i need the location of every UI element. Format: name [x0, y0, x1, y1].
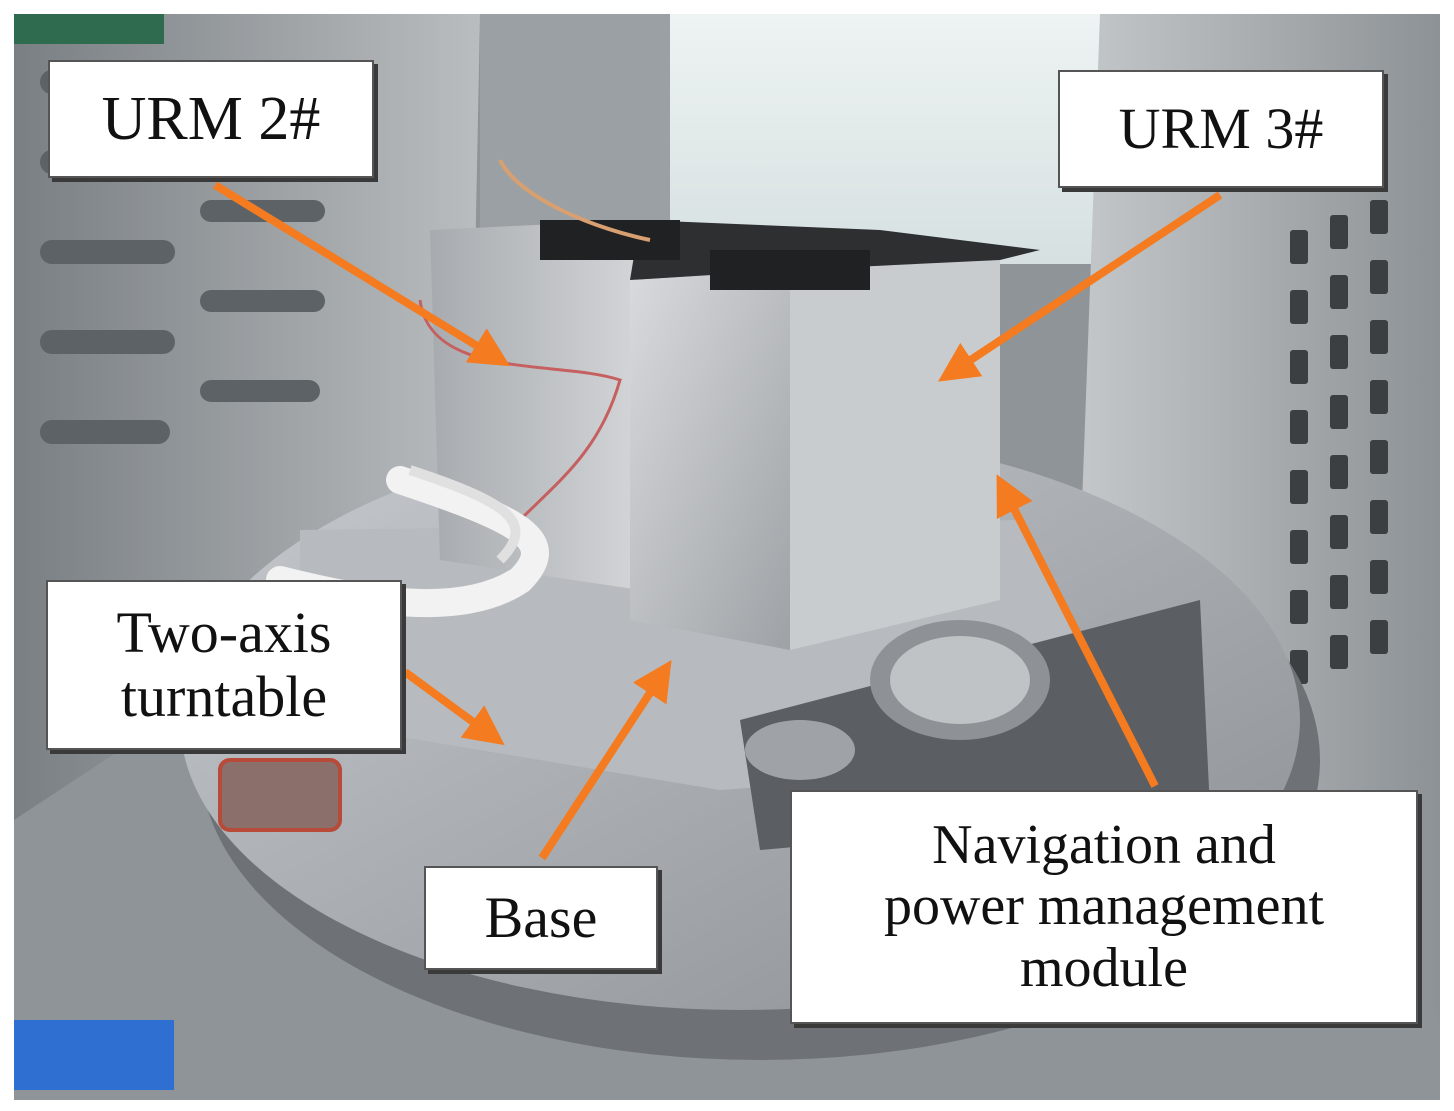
urm-front-face	[630, 270, 790, 650]
arrow-base	[538, 659, 672, 861]
urm3-body	[790, 260, 1000, 650]
label-urm3-text: URM 3#	[1118, 96, 1324, 162]
label-urm2-text: URM 2#	[101, 84, 321, 153]
label-navigation-power-module: Navigation and power management module	[790, 790, 1418, 1024]
label-two-axis-turntable: Two-axis turntable	[46, 580, 402, 750]
blue-trim	[14, 1020, 174, 1090]
label-turntable-line2: turntable	[120, 664, 328, 729]
connector	[218, 758, 342, 832]
window	[670, 14, 1120, 264]
label-urm3: URM 3#	[1058, 70, 1384, 188]
label-navpower-line1: Navigation and	[932, 813, 1276, 876]
right-wall	[1080, 14, 1440, 1020]
arrow-urm3	[937, 191, 1223, 382]
arrow-urm2	[212, 181, 511, 367]
arrow-turntable	[402, 668, 505, 746]
green-strip	[14, 14, 164, 44]
arrow-navpower	[996, 474, 1159, 788]
label-navpower-line2: power management	[883, 875, 1325, 938]
label-urm2: URM 2#	[48, 60, 374, 178]
right-wall-holes	[1290, 200, 1388, 684]
label-navpower-line3: module	[1020, 936, 1188, 999]
label-base-text: Base	[484, 885, 598, 951]
label-turntable-line1: Two-axis	[116, 600, 332, 666]
label-base: Base	[424, 866, 658, 970]
